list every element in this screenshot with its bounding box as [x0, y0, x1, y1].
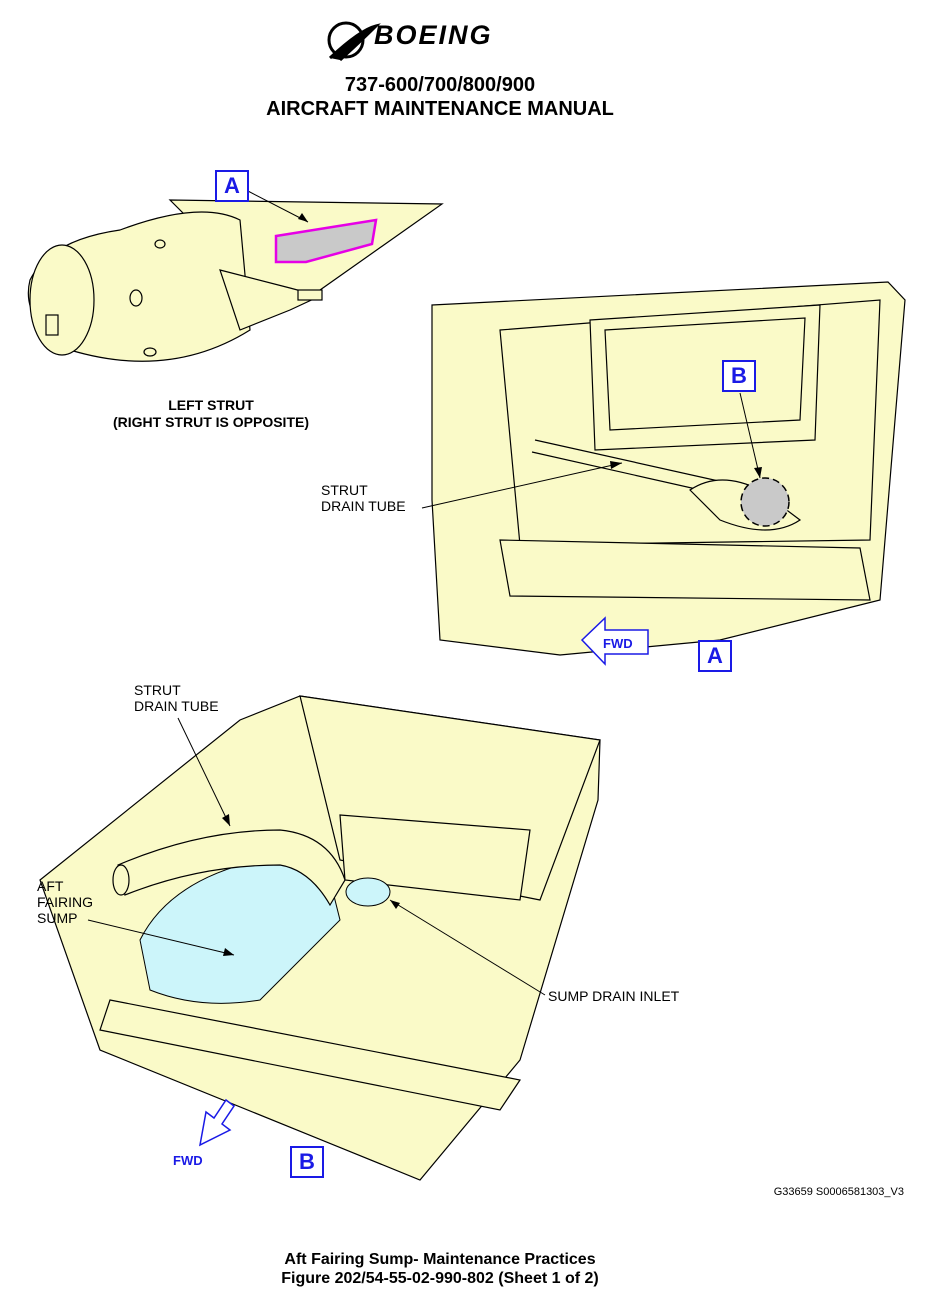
- leader-sump-inlet: [389, 899, 546, 996]
- manual-title: AIRCRAFT MAINTENANCE MANUAL: [266, 98, 614, 120]
- strut-caption: LEFT STRUT (RIGHT STRUT IS OPPOSITE): [112, 397, 309, 430]
- leader-strut-tube-b: [177, 717, 231, 827]
- fwd-arrow-icon-a: [580, 616, 649, 666]
- detail-b-circle: [740, 477, 790, 527]
- aft-fairing-sump-label: AFT FAIRING SUMP: [37, 878, 94, 926]
- aircraft-models: 737-600/700/800/900: [344, 74, 536, 96]
- view-a-callout: A: [698, 640, 732, 672]
- figure-id: G33659 S0006581303_V3: [773, 1186, 904, 1198]
- figure-title: Aft Fairing Sump- Maintenance Practices: [284, 1251, 596, 1268]
- leader-strut-tube-a: [421, 462, 623, 509]
- sump-drain-inlet-label: SUMP DRAIN INLET: [548, 988, 680, 1004]
- leader-a: [245, 189, 309, 223]
- fwd-label-b: FWD: [173, 1153, 203, 1168]
- strut-drain-tube-label-a: STRUT DRAIN TUBE: [321, 482, 406, 514]
- fwd-arrow-icon-b: [198, 1098, 236, 1147]
- figure-number: Figure 202/54-55-02-990-802 (Sheet 1 of …: [281, 1270, 599, 1287]
- callout-a-locator: A: [215, 170, 249, 202]
- fwd-label-a: FWD: [603, 636, 633, 651]
- view-a-artwork: [431, 281, 906, 656]
- boeing-logo-icon: [327, 21, 381, 62]
- drain-tube-b: [117, 829, 346, 907]
- highlight-area: [274, 218, 378, 264]
- leader-sump: [87, 919, 235, 956]
- callout-b: B: [722, 360, 756, 392]
- boeing-wordmark: BOEING: [374, 20, 493, 50]
- strut-drain-tube-label-b: STRUT DRAIN TUBE: [134, 682, 219, 714]
- leader-b: [739, 392, 761, 479]
- sump-drain-inlet-shape: [345, 877, 391, 907]
- engine-strut-locator: [27, 199, 444, 362]
- view-b-callout: B: [290, 1146, 324, 1178]
